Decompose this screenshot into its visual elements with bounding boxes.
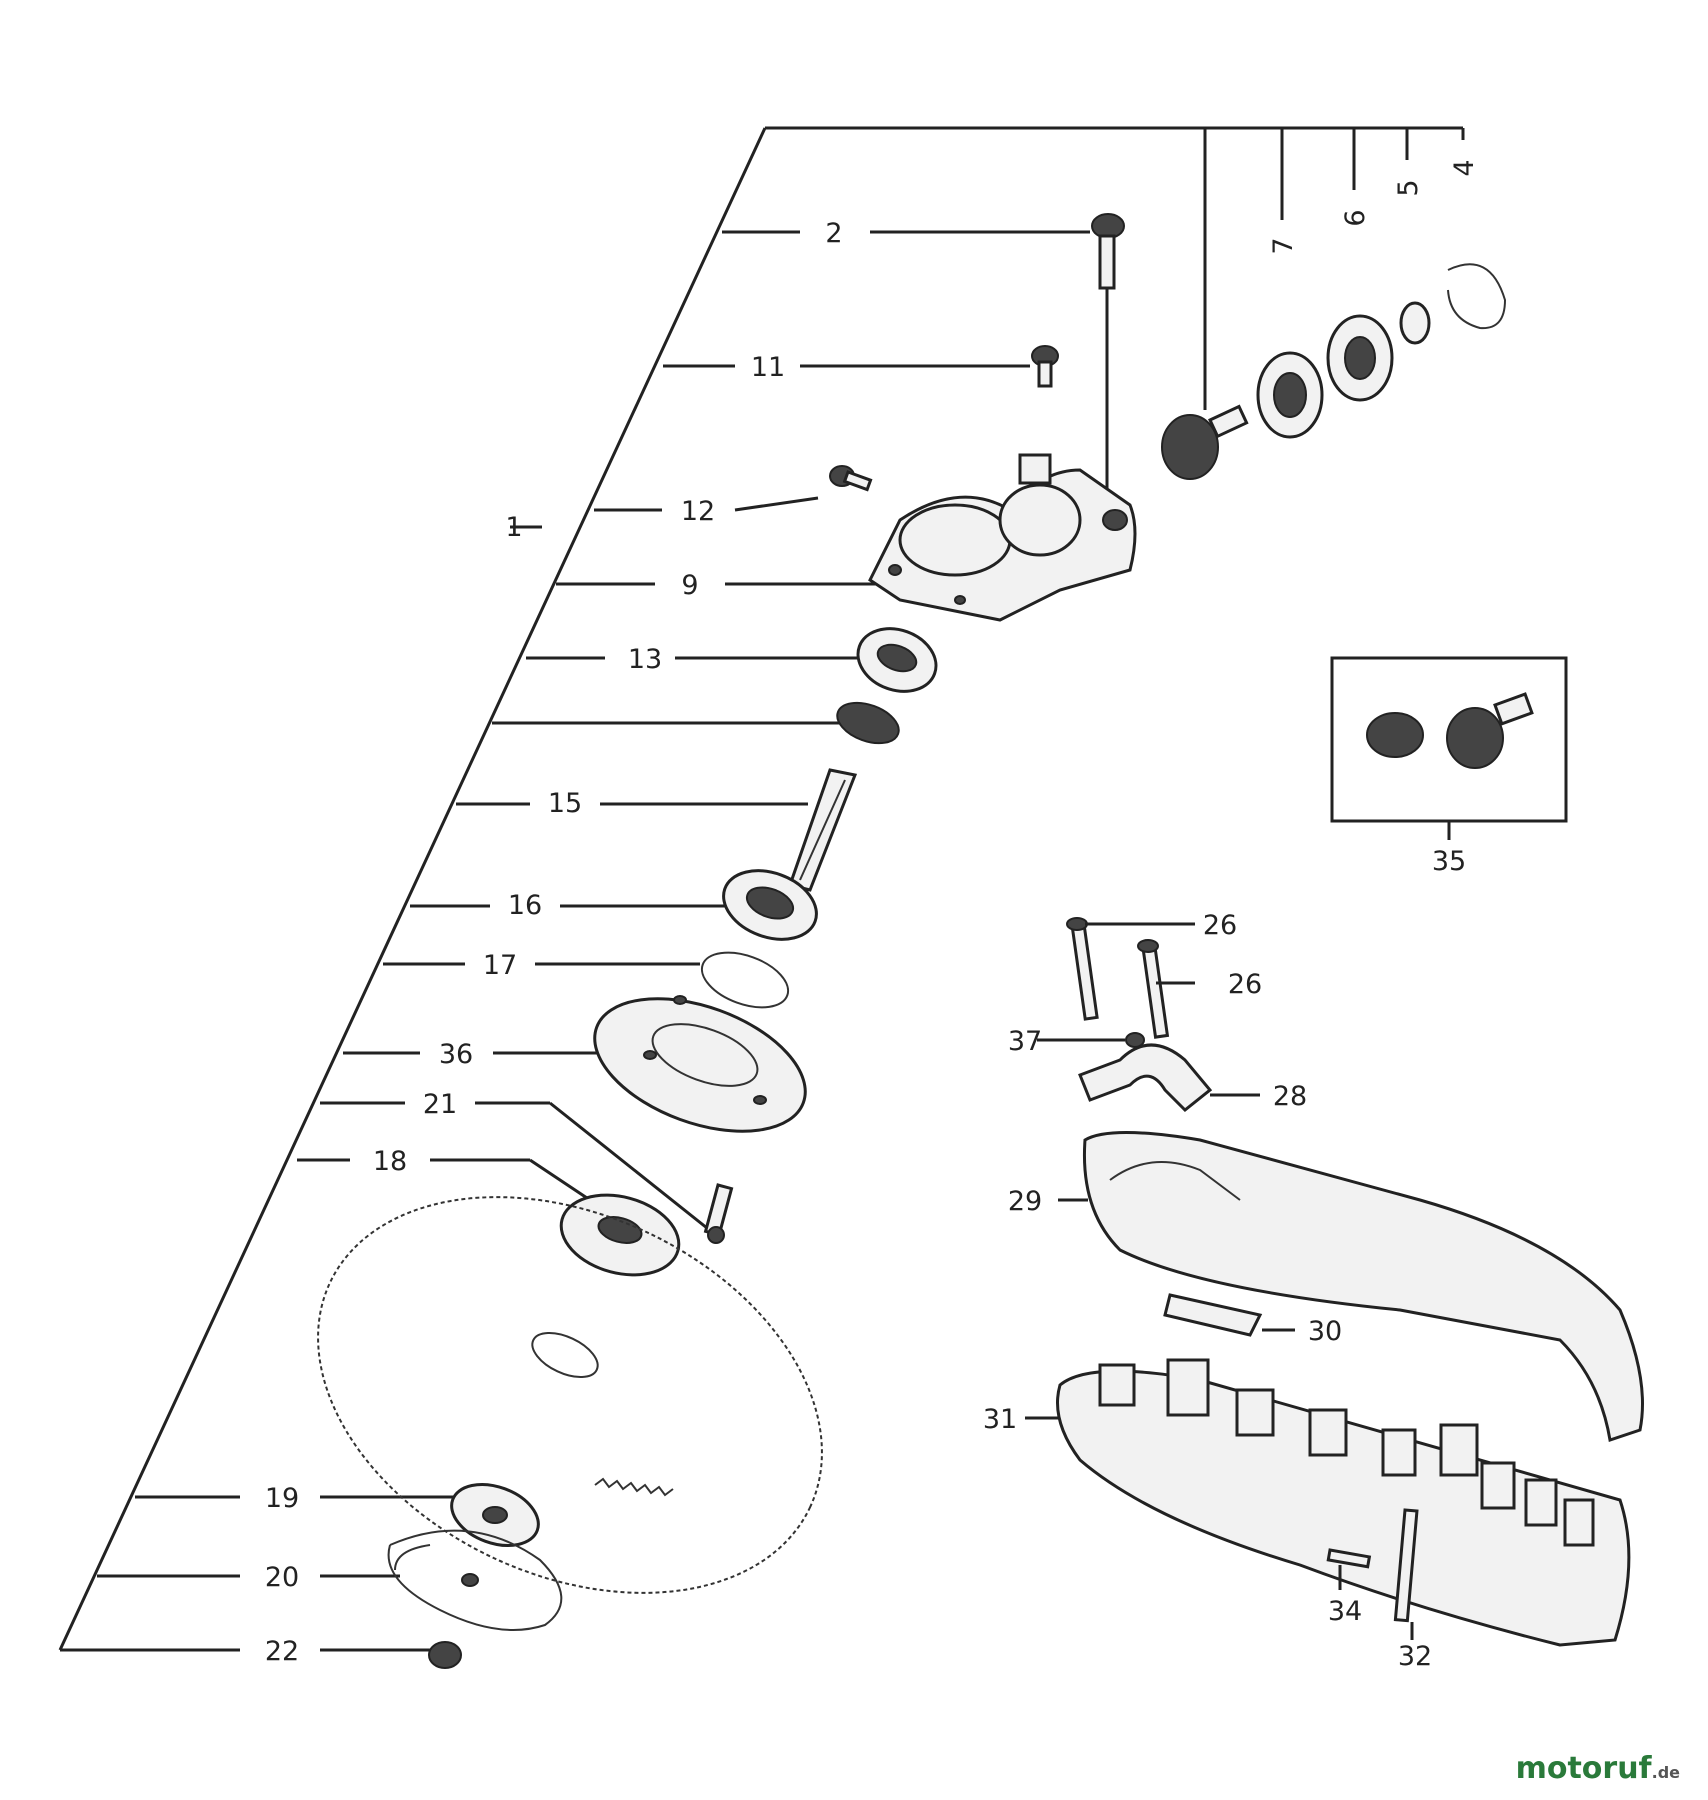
callout-18: 18 [373,1146,407,1177]
bearing-7 [1256,351,1324,439]
callout-29: 29 [1008,1186,1042,1217]
watermark-main: motoruf [1515,1751,1652,1786]
ring-17 [700,951,790,1009]
callout-30: 30 [1308,1316,1342,1347]
callout-26b: 26 [1228,969,1262,1000]
circlip-4 [1447,263,1507,330]
handle-lower-31 [1025,1358,1631,1647]
pin-32 [1393,1508,1419,1640]
cover-20 [387,1529,563,1631]
bevel-gear [836,701,900,745]
callout-2: 2 [825,218,842,249]
callout-34: 34 [1328,1596,1362,1627]
callout-16: 16 [508,890,542,921]
callout-4: 4 [1449,159,1480,176]
callout-22: 22 [265,1636,299,1667]
watermark-logo: motoruf.de [1516,1751,1680,1786]
shaft-15 [788,768,858,892]
callout-labels: 1 2 4 5 6 7 9 11 12 13 15 16 17 36 21 18… [265,159,1480,1672]
plate-36 [593,995,807,1133]
screw-2 [1091,213,1125,290]
bearing-6 [1326,314,1394,402]
callout-7: 7 [1268,237,1299,254]
plate-30 [1163,1293,1295,1337]
watermark-suffix: .de [1651,1763,1680,1782]
leader-lines [97,230,1109,1652]
callout-5: 5 [1393,179,1424,196]
callout-26a: 26 [1203,910,1237,941]
callout-11: 11 [751,352,785,383]
callout-21: 21 [423,1089,457,1120]
callout-12: 12 [681,496,715,527]
callout-1: 1 [505,512,522,543]
bolt-26-a [1066,917,1099,1021]
callout-19: 19 [265,1483,299,1514]
nut-22 [428,1641,462,1669]
ring-5 [1399,301,1431,345]
pinion-gear [1161,404,1249,480]
gear-housing [868,453,1137,622]
screw-12 [829,465,873,492]
callout-37: 37 [1008,1026,1042,1057]
clamp-28 [1078,1032,1260,1113]
callout-28: 28 [1273,1081,1307,1112]
saw-blade [317,1196,823,1594]
bearing-16 [722,869,818,941]
callout-13: 13 [628,644,662,675]
bearing-13 [856,627,938,693]
callout-9: 9 [681,570,698,601]
callout-32: 32 [1398,1641,1432,1672]
callout-36: 36 [439,1039,473,1070]
assembly-bracket [58,126,1465,1652]
callout-15: 15 [548,788,582,819]
bolt-26-b [1137,939,1170,1039]
flange-19 [450,1483,540,1547]
callout-20: 20 [265,1562,299,1593]
kit-35-box [1330,656,1568,840]
pin-21 [703,1183,734,1244]
handle-upper-29 [1058,1131,1644,1442]
callout-17: 17 [483,950,517,981]
screw-34 [1326,1548,1372,1590]
callout-35: 35 [1432,846,1466,877]
screw-11 [1031,345,1059,388]
callout-31: 31 [983,1404,1017,1435]
flange-18 [559,1193,681,1277]
callout-6: 6 [1340,209,1371,226]
